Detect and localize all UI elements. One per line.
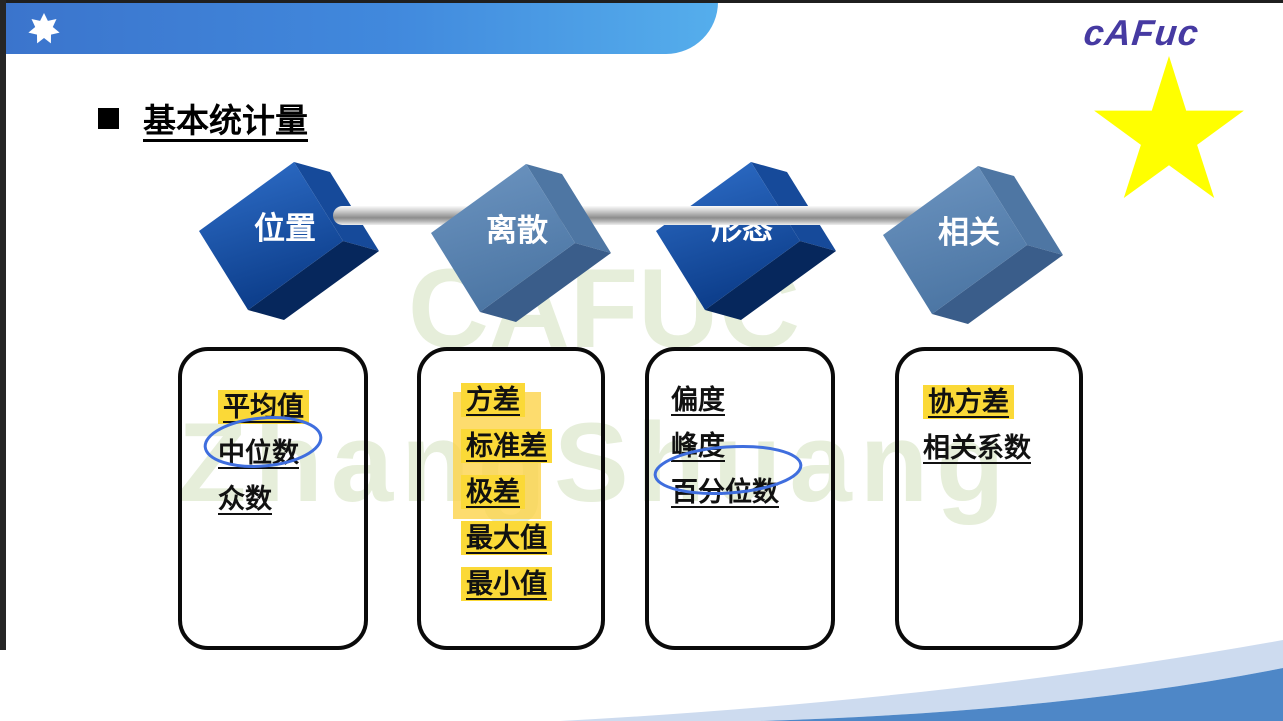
stat-item: 最大值	[461, 516, 601, 562]
bullet-square-icon	[98, 107, 119, 129]
stat-item-text: 众数	[218, 484, 272, 514]
stat-item-text-highlighted: 最小值	[461, 567, 552, 601]
stat-item-text-highlighted: 最大值	[461, 521, 552, 555]
slide-title-row: 基本统计量	[98, 94, 308, 142]
node-label: 位置	[254, 211, 316, 246]
node-label: 相关	[938, 215, 1000, 250]
pipeline-node-shape: 形态	[656, 162, 836, 320]
stat-item: 相关系数	[923, 426, 1079, 472]
stat-group-position: 平均值中位数众数	[178, 347, 368, 650]
stat-item: 方差	[461, 378, 601, 424]
node-label: 离散	[486, 213, 548, 248]
stat-item: 标准差	[461, 424, 601, 470]
stat-item: 偏度	[671, 378, 831, 424]
stat-item-list: 方差标准差极差最大值最小值	[461, 378, 601, 608]
pipeline-node-correlation: 相关	[883, 166, 1063, 324]
stat-item-text-highlighted: 方差	[461, 383, 525, 417]
stat-group-correlation: 协方差相关系数	[895, 347, 1083, 650]
stat-group-dispersion: 方差标准差极差最大值最小值	[417, 347, 605, 650]
header-bar	[0, 2, 718, 54]
watermark-line2: ZhangShuang	[178, 400, 1013, 525]
stat-group-shape: 偏度峰度百分位数	[645, 347, 835, 650]
stat-item-text-highlighted: 标准差	[461, 429, 552, 463]
stat-item-list: 协方差相关系数	[923, 380, 1079, 472]
window-top-edge	[0, 0, 1283, 3]
cafuc-logo: cAFuc	[1081, 12, 1202, 53]
bottom-swoosh	[560, 640, 1283, 721]
pipeline-node-position: 位置	[199, 162, 379, 320]
stat-item: 协方差	[923, 380, 1079, 426]
page-title: 基本统计量	[143, 102, 308, 139]
flower-star-icon	[28, 13, 60, 44]
stat-item: 最小值	[461, 562, 601, 608]
window-left-edge	[0, 0, 6, 650]
stat-item: 众数	[218, 477, 364, 523]
stat-item: 极差	[461, 470, 601, 516]
stat-item-text: 相关系数	[923, 433, 1031, 463]
stat-item-text: 偏度	[671, 385, 725, 415]
yellow-star-icon	[1094, 56, 1244, 198]
circle-annotation-percentile	[653, 444, 803, 496]
circle-annotation-median	[203, 416, 323, 468]
pipeline-node-dispersion: 离散	[431, 164, 611, 322]
stat-item-text-highlighted: 协方差	[923, 385, 1014, 419]
stat-item-text-highlighted: 极差	[461, 475, 525, 509]
